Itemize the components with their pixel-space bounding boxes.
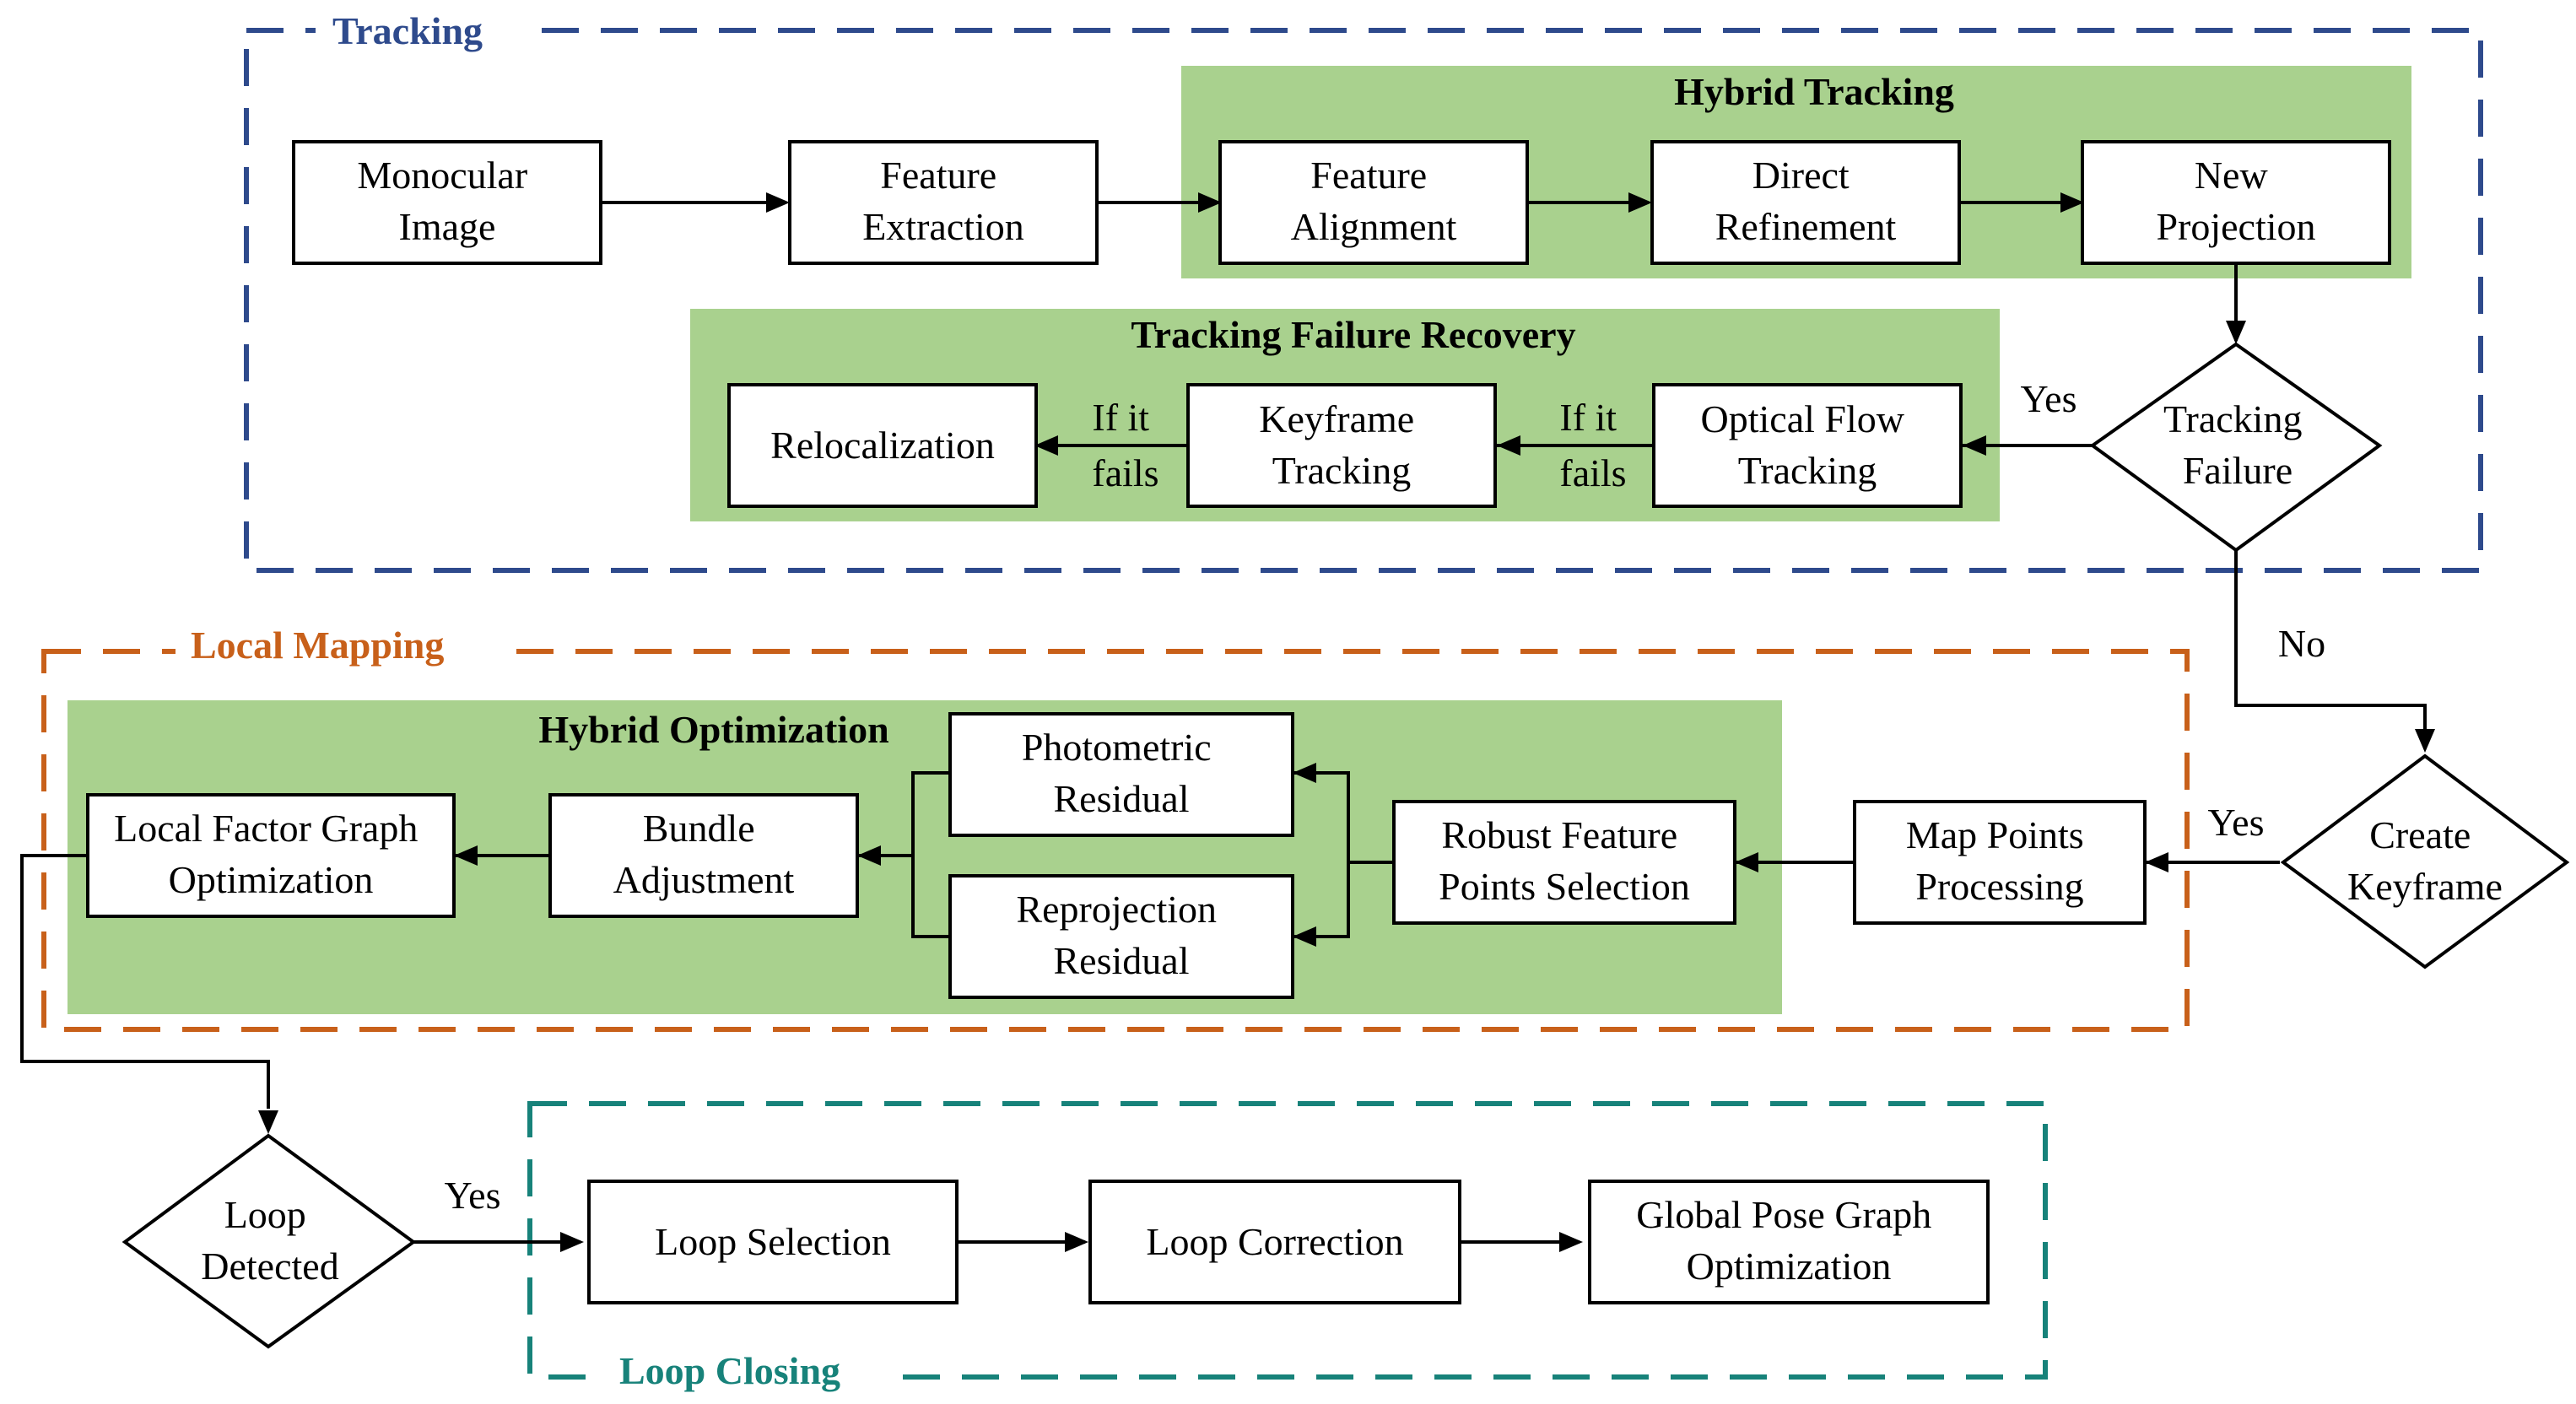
loop-correction-label: Loop Correction: [1146, 1220, 1403, 1263]
loop-closing-section-title: Loop Closing: [619, 1349, 840, 1392]
arrowhead-reloc: [1034, 435, 1058, 456]
tracking-failure-label: Tracking Failure: [2163, 397, 2312, 492]
connectors: [20, 201, 2427, 1244]
hybrid-tracking-title: Hybrid Tracking: [1674, 70, 1954, 113]
arrowhead-alignment: [1198, 192, 1222, 213]
global-pose-graph-label: Global Pose Graph Optimization: [1636, 1193, 1941, 1288]
monocular-image-box[interactable]: [292, 140, 602, 265]
arrowhead-factor: [454, 845, 478, 866]
keyframe-tracking-label: Keyframe Tracking: [1259, 397, 1423, 492]
feature-extraction-label: Feature Extraction: [862, 154, 1024, 248]
yes-create-keyframe-label: Yes: [2208, 801, 2265, 844]
arrowhead-create-keyframe: [2415, 729, 2435, 753]
feature-extraction-box[interactable]: [788, 140, 1099, 265]
arrowhead-failure: [2226, 321, 2246, 344]
tracking-failure-diamond[interactable]: [2089, 342, 2383, 553]
edge-labels: Yes No If it fails If it fails Yes Yes: [445, 377, 2326, 1217]
loop-detected-label: Loop Detected: [201, 1193, 338, 1288]
loop-closing-title-bg: [601, 1347, 888, 1401]
tracking-title-bg: [316, 5, 527, 59]
reprojection-residual-label: Reprojection Residual: [1016, 888, 1226, 982]
arrowheads: [258, 192, 2435, 1252]
local-mapping-section-title: Local Mapping: [191, 624, 444, 667]
arrowhead-global: [1559, 1232, 1583, 1252]
photometric-residual-label: Photometric Residual: [1022, 726, 1221, 820]
edge-robust-split: [1293, 771, 1392, 864]
new-projection-label: New Projection: [2156, 154, 2315, 248]
map-points-processing-box[interactable]: [1853, 800, 2147, 925]
monocular-image-label: Monocular Image: [357, 154, 537, 248]
failure-recovery-title: Tracking Failure Recovery: [1131, 313, 1575, 356]
relocalization-box[interactable]: [727, 383, 1038, 508]
if-fails-label-2: If it fails: [1092, 396, 1158, 494]
relocalization-label: Relocalization: [770, 424, 995, 467]
arrowhead-correction: [1065, 1232, 1088, 1252]
yes-tracking-failure-label: Yes: [2021, 377, 2077, 420]
arrowhead-keyframe: [1497, 435, 1520, 456]
local-mapping-section-border: [41, 649, 2190, 1032]
local-mapping-title-bg: [176, 626, 505, 680]
arrowhead-robust: [1735, 852, 1758, 872]
arrowhead-reprojection: [1293, 926, 1316, 947]
reprojection-residual-box[interactable]: [948, 874, 1294, 999]
keyframe-tracking-box[interactable]: [1186, 383, 1497, 508]
hybrid-optimization-title: Hybrid Optimization: [538, 708, 888, 751]
local-factor-graph-label: Local Factor Graph Optimization: [114, 807, 428, 901]
arrowhead-loopdetected: [258, 1110, 278, 1134]
arrowhead-refinement: [1628, 192, 1652, 213]
create-keyframe-label: Create Keyframe: [2347, 813, 2503, 908]
loop-selection-label: Loop Selection: [655, 1220, 891, 1263]
bundle-adjustment-label: Bundle Adjustment: [613, 807, 795, 901]
optical-flow-tracking-label: Optical Flow Tracking: [1701, 397, 1914, 492]
decision-diamonds: [122, 342, 2570, 1349]
global-pose-graph-box[interactable]: [1588, 1180, 1990, 1304]
local-factor-graph-box[interactable]: [86, 793, 456, 918]
robust-feature-selection-box[interactable]: [1392, 800, 1736, 925]
robust-feature-selection-label: Robust Feature Points Selection: [1439, 813, 1690, 908]
feature-alignment-box[interactable]: [1218, 140, 1529, 265]
feature-alignment-label: Feature Alignment: [1291, 154, 1457, 248]
map-points-processing-label: Map Points Processing: [1906, 813, 2093, 908]
tracking-section-title: Tracking: [332, 9, 483, 52]
arrowhead-selection: [560, 1232, 584, 1252]
edge-failure-no-to-keyframe: [2234, 550, 2427, 749]
arrowhead-photometric: [1293, 763, 1316, 783]
arrowhead-bundle: [857, 845, 881, 866]
node-labels: Monocular Image Feature Extraction Featu…: [114, 154, 2503, 1288]
edge-factor-to-loopdetected: [20, 854, 270, 1109]
arrowhead-extraction: [766, 192, 790, 213]
if-fails-label-1: If it fails: [1559, 396, 1626, 494]
new-projection-box[interactable]: [2081, 140, 2391, 265]
create-keyframe-diamond[interactable]: [2280, 753, 2570, 969]
tracking-section-border: [244, 28, 2483, 573]
bundle-adjustment-box[interactable]: [548, 793, 859, 918]
loop-detected-diamond[interactable]: [122, 1133, 417, 1349]
process-boxes: [86, 140, 2391, 1304]
photometric-residual-box[interactable]: [948, 712, 1294, 837]
optical-flow-tracking-box[interactable]: [1652, 383, 1963, 508]
direct-refinement-box[interactable]: [1650, 140, 1961, 265]
arrowhead-projection: [2060, 192, 2084, 213]
yes-loop-detected-label: Yes: [445, 1174, 501, 1217]
no-tracking-failure-label: No: [2278, 622, 2325, 665]
arrowhead-mappoints: [2145, 852, 2168, 872]
direct-refinement-label: Direct Refinement: [1715, 154, 1897, 248]
loop-selection-box[interactable]: [587, 1180, 959, 1304]
arrowhead-optical: [1963, 435, 1986, 456]
loop-correction-box[interactable]: [1088, 1180, 1461, 1304]
